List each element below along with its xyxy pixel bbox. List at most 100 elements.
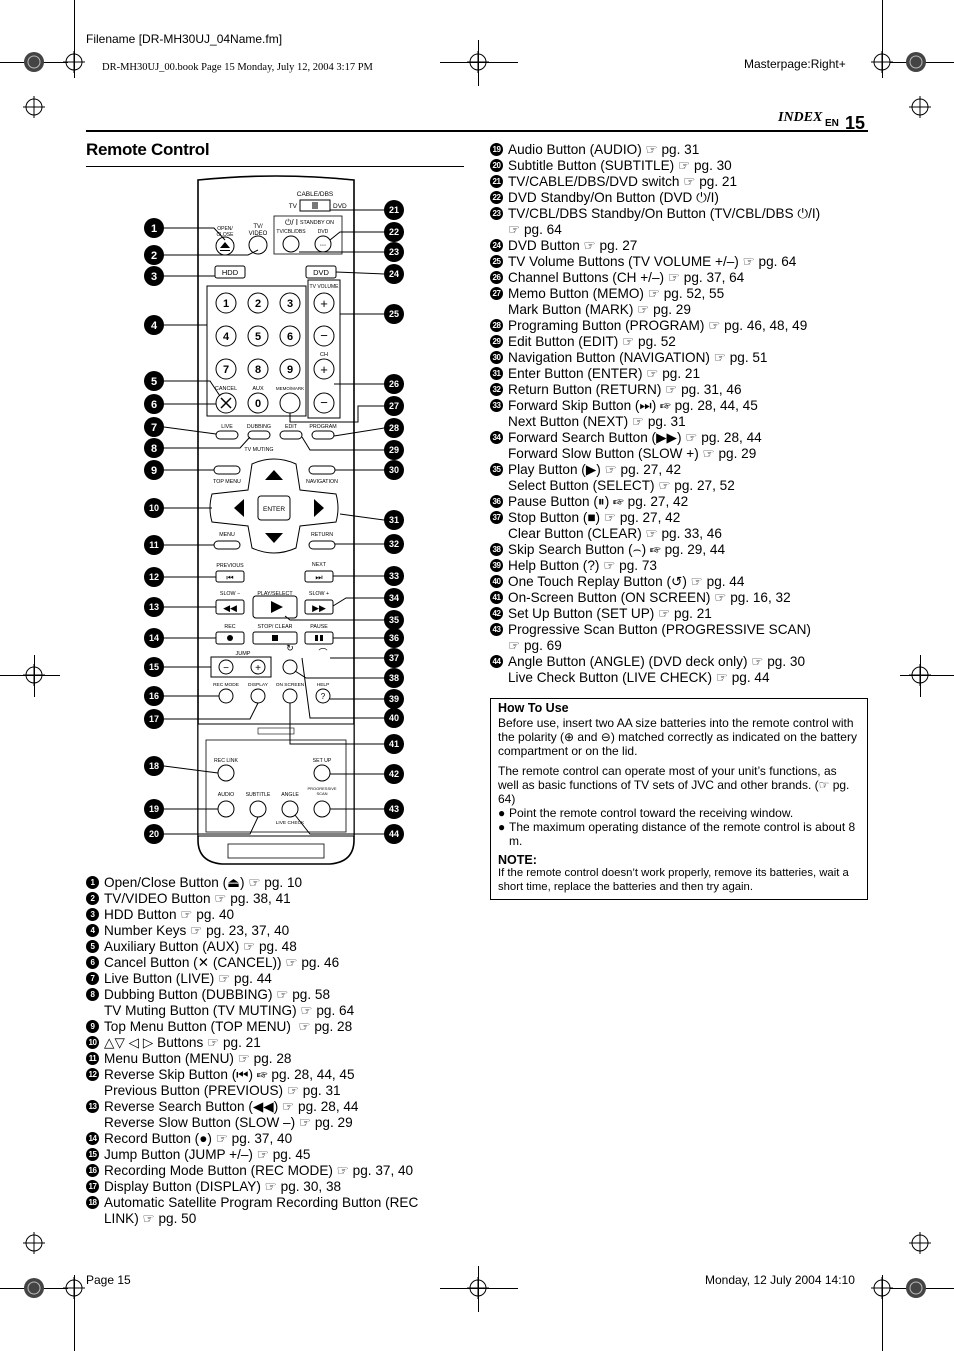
- next-label: NEXT: [312, 562, 327, 568]
- svg-text:24: 24: [389, 269, 399, 279]
- rec-link-label: REC LINK: [214, 758, 238, 764]
- svg-text:21: 21: [389, 205, 399, 215]
- top-menu-button: [213, 465, 241, 475]
- callout-number-badge: 1: [86, 876, 99, 889]
- index-list-text: Channel Buttons (CH +/–) ☞ pg. 37, 64: [508, 270, 745, 285]
- program-label: PROGRAM: [309, 424, 336, 430]
- dubbing-button: [247, 430, 271, 440]
- callout-number-badge: 41: [490, 591, 503, 604]
- svg-text:↻: ↻: [286, 643, 294, 653]
- index-list-text: One Touch Replay Button (↺) ☞ pg. 44: [508, 574, 745, 589]
- key-8: [247, 358, 269, 380]
- crosshair-icon: [871, 51, 893, 73]
- index-list-text: TV/VIDEO Button ☞ pg. 38, 41: [104, 891, 291, 906]
- callout-18: 18: [144, 756, 164, 776]
- crop-mark: [882, 0, 883, 78]
- channel-down-button: [313, 392, 335, 414]
- callout-4: 4: [144, 315, 164, 335]
- display-button: [250, 688, 266, 704]
- index-list-text: ☞ pg. 69: [508, 638, 562, 653]
- svg-text:34: 34: [389, 593, 399, 603]
- callout-22: 22: [384, 222, 404, 242]
- note-title: NOTE:: [498, 853, 537, 867]
- callout-number-badge: 27: [490, 287, 503, 300]
- index-list-text: Previous Button (PREVIOUS) ☞ pg. 31: [104, 1083, 341, 1098]
- slow-plus-label: SLOW +: [309, 591, 329, 597]
- callout-number-badge: 30: [490, 351, 503, 364]
- dubbing-label: DUBBING: [247, 424, 271, 430]
- filename-label: Filename [DR-MH30UJ_04Name.fm]: [86, 32, 283, 46]
- callout-number-badge: 40: [490, 575, 503, 588]
- callout-number-badge: 5: [86, 940, 99, 953]
- crosshair-icon: [909, 1232, 931, 1254]
- index-list-text: Clear Button (CLEAR) ☞ pg. 33, 46: [508, 526, 722, 541]
- index-list-text: Open/Close Button (⏏) ☞ pg. 10: [104, 875, 303, 890]
- key-5: [247, 325, 269, 347]
- svg-text:17: 17: [149, 714, 159, 724]
- index-list-text: Top Menu Button (TOP MENU) ☞ pg. 28: [104, 1019, 353, 1034]
- tv-cbl-dbs-label: TV/CBL/DBS: [276, 229, 306, 235]
- svg-text:11: 11: [149, 540, 159, 550]
- index-list-text: DVD Button ☞ pg. 27: [508, 238, 638, 253]
- up-arrow-icon: [265, 470, 283, 480]
- rec-link-button: [217, 764, 235, 782]
- callout-38: 38: [384, 668, 404, 688]
- bullet-item: ●Point the remote control toward the rec…: [498, 806, 794, 820]
- svg-text:40: 40: [389, 713, 399, 723]
- index-list-text: Audio Button (AUDIO) ☞ pg. 31: [508, 142, 700, 157]
- callout-number-badge: 16: [86, 1164, 99, 1177]
- index-list-text: Return Button (RETURN) ☞ pg. 31, 46: [508, 382, 742, 397]
- crop-mark: [74, 1275, 75, 1351]
- index-list-text: Record Button (●) ☞ pg. 37, 40: [104, 1131, 293, 1146]
- set-up-button: [313, 764, 331, 782]
- svg-text:37: 37: [389, 653, 399, 663]
- index-list-text: Help Button (?) ☞ pg. 73: [508, 558, 657, 573]
- live-check-label: LIVE CHECK: [276, 820, 305, 826]
- callout-31: 31: [384, 510, 404, 530]
- on-screen-button: [282, 688, 298, 704]
- svg-text:−: −: [223, 663, 229, 674]
- callout-number-badge: 12: [86, 1068, 99, 1081]
- callout-6: 6: [144, 394, 164, 414]
- callout-7: 7: [144, 417, 164, 437]
- svg-text:2: 2: [255, 298, 261, 310]
- angle-label: ANGLE: [281, 792, 299, 798]
- svg-text:14: 14: [149, 633, 159, 643]
- index-list-text: Automatic Satellite Program Recording Bu…: [104, 1195, 419, 1210]
- svg-text:29: 29: [389, 445, 399, 455]
- index-list-text: Subtitle Button (SUBTITLE) ☞ pg. 30: [508, 158, 732, 173]
- jump-label: JUMP: [236, 651, 251, 657]
- index-label: INDEX: [778, 110, 823, 125]
- index-list-text: Programing Button (PROGRAM) ☞ pg. 46, 48…: [508, 318, 808, 333]
- lang-label: EN: [825, 118, 839, 129]
- registration-mark-icon: [24, 1278, 44, 1298]
- svg-text:9: 9: [287, 364, 293, 376]
- callout-number-badge: 26: [490, 271, 503, 284]
- index-list-text: Forward Search Button (▶▶) ☞ pg. 28, 44: [508, 430, 762, 445]
- index-list-text: Navigation Button (NAVIGATION) ☞ pg. 51: [508, 350, 768, 365]
- crosshair-icon: [871, 1277, 893, 1299]
- callout-2: 2: [144, 245, 164, 265]
- key-9: [279, 358, 301, 380]
- jump-minus-button: [218, 659, 234, 675]
- svg-text:0: 0: [255, 398, 261, 410]
- callout-33: 33: [384, 566, 404, 586]
- key-3: [279, 292, 301, 314]
- svg-text:?: ?: [321, 692, 326, 701]
- skip-search-button: [282, 659, 298, 675]
- program-button: [311, 430, 335, 440]
- note-text: If the remote control doesn’t work prope…: [498, 867, 849, 893]
- index-list-text: TV Muting Button (TV MUTING) ☞ pg. 64: [104, 1003, 355, 1018]
- previous-label: PREVIOUS: [216, 563, 244, 569]
- memo-mark-label: MEMO/MARK: [276, 386, 304, 391]
- callout-number-badge: 37: [490, 511, 503, 524]
